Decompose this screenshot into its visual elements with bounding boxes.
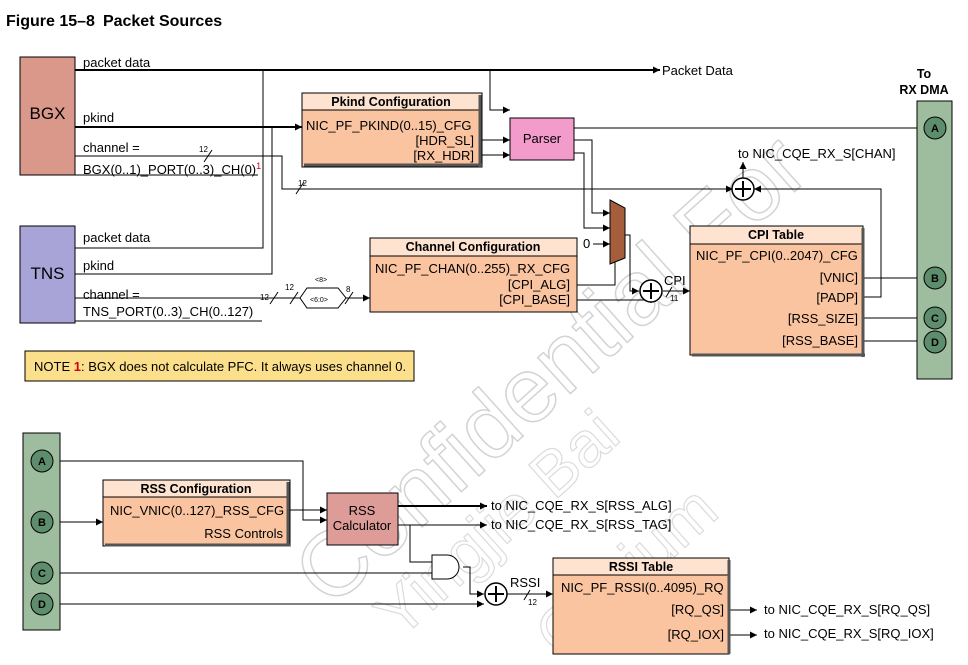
cpi-table-block: CPI Table NIC_PF_CPI(0..2047)_CFG [VNIC]…: [689, 225, 865, 357]
chan-adder: [731, 177, 755, 201]
bgx-block: BGX packet data pkind channel = BGX(0..1…: [19, 55, 261, 177]
rss-port-b: B: [30, 510, 54, 534]
tns-box: [19, 225, 76, 324]
rssi-table-block: RSSI Table NIC_PF_RSSI(0..4095)_RQ [RQ_Q…: [552, 557, 731, 655]
pkind-rx-hdr: [RX_HDR]: [413, 148, 474, 163]
bottom-wiring: [53, 460, 757, 639]
rss-config-title: RSS Configuration: [140, 482, 251, 496]
rssi-label: RSSI: [510, 575, 540, 590]
channel-config-title: Channel Configuration: [406, 240, 541, 254]
cpi-cfg-register: NIC_PF_CPI(0..2047)_CFG: [696, 248, 858, 263]
hex-upper-bits: <8>: [315, 277, 327, 284]
figure-number: Figure 15–8: [6, 13, 95, 30]
cpi-label: CPI: [664, 273, 686, 288]
hex-out-width: 8: [346, 285, 351, 294]
rx-dma-title-line2: RX DMA: [899, 83, 948, 97]
rss-port-a: A: [30, 449, 54, 473]
pkind-hdr-sl: [HDR_SL]: [415, 133, 474, 148]
rss-config-block: RSS Configuration NIC_VNIC(0..127)_RSS_C…: [102, 479, 291, 547]
svg-text:D: D: [931, 337, 939, 349]
to-chan-label: to NIC_CQE_RX_S[CHAN]: [738, 146, 896, 161]
mux-zero-input: 0: [583, 236, 590, 251]
chan-cpi-base: [CPI_BASE]: [499, 292, 570, 307]
rq-qs-out: to NIC_CQE_RX_S[RQ_QS]: [764, 602, 930, 617]
channel-config-block: Channel Configuration NIC_PF_CHAN(0..255…: [369, 237, 578, 313]
tns-block: TNS packet data pkind channel = TNS_PORT…: [19, 225, 262, 324]
packet-data-out-label: Packet Data: [662, 63, 734, 78]
chan-rx-cfg-register: NIC_PF_CHAN(0..255)_RX_CFG: [375, 261, 570, 276]
note-text: NOTE 1: BGX does not calculate PFC. It a…: [34, 359, 406, 374]
cpi-padp: [PADP]: [816, 290, 858, 305]
parser-label: Parser: [523, 131, 562, 146]
rss-port-bar: A B C D: [22, 432, 61, 631]
dma-port-a: A: [923, 116, 947, 140]
bgx-packet-data-label: packet data: [83, 55, 151, 70]
rx-dma-block: To RX DMA A B C D: [899, 67, 953, 380]
svg-text:A: A: [931, 123, 939, 135]
bgx-note: NOTE 1: BGX does not calculate PFC. It a…: [24, 350, 415, 382]
svg-text:B: B: [931, 273, 939, 285]
hex-lower-bits: <6:0>: [310, 297, 328, 304]
rssi-rq-register: NIC_PF_RSSI(0..4095)_RQ: [561, 580, 724, 595]
tns-label: TNS: [31, 264, 65, 283]
cpi-vnic: [VNIC]: [820, 270, 858, 285]
tns-channel-label: channel =: [83, 287, 140, 302]
cpi-table-title: CPI Table: [748, 228, 804, 242]
pkind-config-title: Pkind Configuration: [331, 95, 450, 109]
pkind-cfg-register: NIC_PF_PKIND(0..15)_CFG: [306, 118, 471, 133]
rssi-rq-qs: [RQ_QS]: [671, 602, 724, 617]
rss-calc-line1: RSS: [349, 503, 376, 518]
dma-port-d: D: [923, 330, 947, 354]
bgx-bus-width: 12: [199, 145, 208, 154]
tns-packet-data-label: packet data: [83, 230, 151, 245]
svg-text:A: A: [38, 456, 46, 468]
hex-in-width: 12: [285, 283, 294, 292]
rss-port-d: D: [30, 592, 54, 616]
figure-title: Figure 15–8 Packet Sources: [6, 13, 222, 30]
parser-block: Parser: [509, 117, 575, 161]
parser-box: [509, 117, 575, 161]
bgx-label: BGX: [30, 104, 66, 123]
svg-text:B: B: [38, 517, 46, 529]
tns-pkind-label: pkind: [83, 258, 114, 273]
rss-port-c: C: [30, 561, 54, 585]
rss-controls: RSS Controls: [204, 526, 283, 541]
figure-caption: Packet Sources: [103, 13, 222, 30]
rss-calculator-block: RSS Calculator: [326, 492, 399, 546]
rq-iox-out: to NIC_CQE_RX_S[RQ_IOX]: [764, 626, 934, 641]
bgx-channel-expr: BGX(0..1)_PORT(0..3)_CH(0)1: [83, 161, 261, 177]
chan-bus-width-top: 12: [298, 179, 307, 188]
cpi-adder: [639, 279, 663, 303]
bgx-channel-label: channel =: [83, 140, 140, 155]
cpi-rss-base: [RSS_BASE]: [782, 333, 858, 348]
bgx-note-ref: 1: [256, 161, 261, 171]
bgx-box: [19, 56, 76, 176]
and-gate: [431, 554, 460, 580]
dma-port-c: C: [923, 306, 947, 330]
bgx-pkind-label: pkind: [83, 110, 114, 125]
cpi-width: 11: [670, 294, 679, 303]
rss-calc-line2: Calculator: [333, 518, 392, 533]
svg-text:D: D: [38, 599, 46, 611]
rssi-table-title: RSSI Table: [609, 560, 673, 574]
cpi-rss-size: [RSS_SIZE]: [788, 311, 858, 326]
pkind-config-block: Pkind Configuration NIC_PF_PKIND(0..15)_…: [301, 92, 483, 168]
cpi-mux: [609, 199, 626, 265]
svg-text:C: C: [931, 313, 939, 325]
chan-cpi-alg: [CPI_ALG]: [508, 277, 570, 292]
rss-tag-out: to NIC_CQE_RX_S[RSS_TAG]: [491, 517, 671, 532]
tns-channel-expr: TNS_PORT(0..3)_CH(0..127): [83, 304, 253, 319]
rss-alg-out: to NIC_CQE_RX_S[RSS_ALG]: [491, 498, 672, 513]
tns-bus-width: 12: [260, 293, 269, 302]
svg-text:C: C: [38, 568, 46, 580]
rssi-width: 12: [528, 598, 537, 607]
dma-port-b: B: [923, 266, 947, 290]
top-wiring: [75, 66, 924, 345]
rssi-adder: [484, 582, 508, 606]
rx-dma-title-line1: To: [917, 67, 932, 81]
rssi-rq-iox: [RQ_IOX]: [668, 627, 724, 642]
rss-cfg-register: NIC_VNIC(0..127)_RSS_CFG: [110, 503, 284, 518]
